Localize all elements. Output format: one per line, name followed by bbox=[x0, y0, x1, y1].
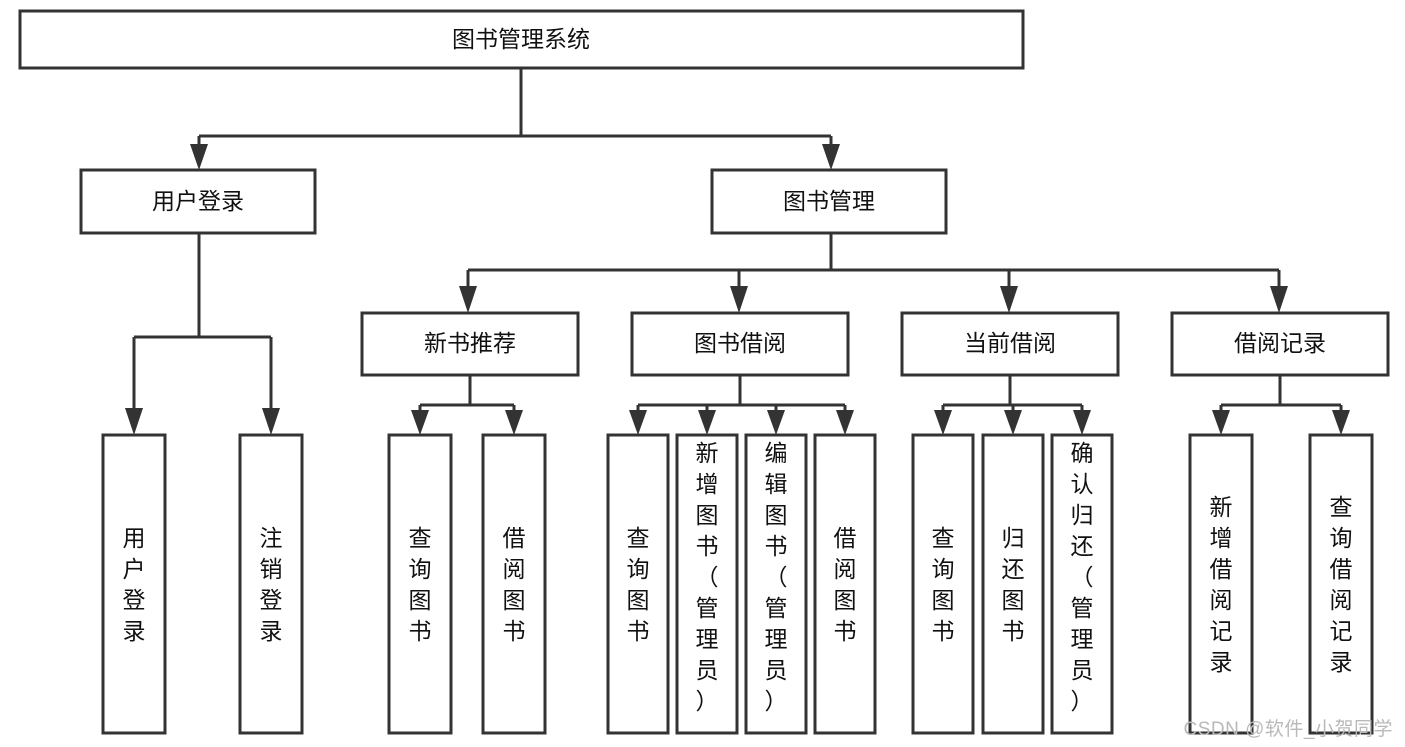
arrowhead-leaf-newbook-1 bbox=[411, 410, 429, 435]
leaf-new-book-recommend-2[interactable]: 借阅图书 bbox=[481, 433, 547, 735]
node-current-borrow-label: 当前借阅 bbox=[964, 330, 1056, 356]
leaf-book-borrow-4-box[interactable] bbox=[813, 433, 877, 735]
node-borrow-record[interactable]: 借阅记录 bbox=[1170, 311, 1390, 377]
leaf-current-borrow-2-label: 归还图书 bbox=[1002, 525, 1025, 644]
arrowhead-leaf-bookborrow-2 bbox=[698, 410, 716, 435]
leaf-current-borrow-1-box[interactable] bbox=[911, 433, 975, 735]
arrowhead-borrow-record bbox=[1270, 286, 1288, 313]
arrowhead-user-login bbox=[190, 144, 208, 170]
leaf-new-book-recommend-2-label: 借阅图书 bbox=[503, 525, 526, 644]
leaf-book-borrow-1-label: 查询图书 bbox=[627, 525, 650, 644]
leaf-current-borrow-3-label: 确认归还（管理员） bbox=[1071, 440, 1094, 714]
leaf-current-borrow-1[interactable]: 查询图书 bbox=[911, 433, 975, 735]
arrowhead-leaf-bookborrow-4 bbox=[836, 410, 854, 435]
leaf-user-login-2-label: 注销登录 bbox=[260, 525, 283, 644]
leaf-book-borrow-3-box[interactable] bbox=[744, 433, 808, 735]
arrowhead-leaf-borrowrecord-1 bbox=[1212, 410, 1230, 435]
leaf-new-book-recommend-1-label: 查询图书 bbox=[409, 525, 432, 644]
node-root-box[interactable] bbox=[18, 9, 1025, 70]
leaf-book-borrow-2[interactable]: 新增图书（管理员） bbox=[675, 433, 739, 735]
arrowhead-book-mgmt bbox=[822, 144, 840, 170]
leaf-book-borrow-1-box[interactable] bbox=[606, 433, 670, 735]
arrowhead-leaf-currentborrow-1 bbox=[934, 410, 952, 435]
leaf-book-borrow-2-label: 新增图书（管理员） bbox=[696, 440, 719, 714]
node-borrow-record-box[interactable] bbox=[1170, 311, 1390, 377]
leaf-user-login-1-box[interactable] bbox=[101, 433, 167, 735]
leaf-borrow-record-1-label: 新增借阅记录 bbox=[1210, 494, 1233, 675]
leaf-current-borrow-3[interactable]: 确认归还（管理员） bbox=[1050, 433, 1114, 735]
arrowhead-leaf-user-login-2 bbox=[262, 408, 280, 435]
leaf-book-borrow-3[interactable]: 编辑图书（管理员） bbox=[744, 433, 808, 735]
node-book-borrow[interactable]: 图书借阅 bbox=[630, 311, 850, 377]
node-user-login-label: 用户登录 bbox=[152, 188, 244, 214]
node-borrow-record-label: 借阅记录 bbox=[1234, 330, 1326, 356]
node-root-label: 图书管理系统 bbox=[452, 26, 590, 52]
leaf-user-login-1-label: 用户登录 bbox=[123, 525, 146, 644]
arrowhead-leaf-newbook-2 bbox=[505, 410, 523, 435]
arrowhead-leaf-user-login-1 bbox=[125, 408, 143, 435]
arrowhead-leaf-currentborrow-2 bbox=[1004, 410, 1022, 435]
leaf-new-book-recommend-1-box[interactable] bbox=[387, 433, 453, 735]
node-book-borrow-box[interactable] bbox=[630, 311, 850, 377]
node-book-management-label: 图书管理 bbox=[783, 188, 875, 214]
node-book-management-box[interactable] bbox=[710, 168, 948, 235]
node-new-book-recommend[interactable]: 新书推荐 bbox=[360, 311, 580, 377]
leaf-new-book-recommend-2-box[interactable] bbox=[481, 433, 547, 735]
arrowhead-book-borrow bbox=[730, 286, 748, 313]
leaf-borrow-record-2-box[interactable] bbox=[1308, 433, 1374, 735]
leaf-current-borrow-3-box[interactable] bbox=[1050, 433, 1114, 735]
leaf-book-borrow-1[interactable]: 查询图书 bbox=[606, 433, 670, 735]
node-current-borrow[interactable]: 当前借阅 bbox=[900, 311, 1120, 377]
node-new-book-recommend-box[interactable] bbox=[360, 311, 580, 377]
edges-group bbox=[125, 68, 1350, 435]
node-book-borrow-label: 图书借阅 bbox=[694, 330, 786, 356]
node-book-management[interactable]: 图书管理 bbox=[710, 168, 948, 235]
arrowhead-current-borrow bbox=[1000, 286, 1018, 313]
leaf-borrow-record-2[interactable]: 查询借阅记录 bbox=[1308, 433, 1374, 735]
leaf-user-login-1[interactable]: 用户登录 bbox=[101, 433, 167, 735]
leaf-book-borrow-2-box[interactable] bbox=[675, 433, 739, 735]
leaf-new-book-recommend-1[interactable]: 查询图书 bbox=[387, 433, 453, 735]
leaf-current-borrow-2[interactable]: 归还图书 bbox=[981, 433, 1045, 735]
leaf-borrow-record-1[interactable]: 新增借阅记录 bbox=[1188, 433, 1254, 735]
arrowhead-new-book-recommend bbox=[459, 286, 477, 313]
leaf-borrow-record-1-box[interactable] bbox=[1188, 433, 1254, 735]
leaf-current-borrow-1-label: 查询图书 bbox=[932, 525, 955, 644]
leaf-borrow-record-2-label: 查询借阅记录 bbox=[1330, 494, 1353, 675]
arrowhead-leaf-bookborrow-1 bbox=[629, 410, 647, 435]
leaf-user-login-2-box[interactable] bbox=[238, 433, 304, 735]
leaf-user-login-2[interactable]: 注销登录 bbox=[238, 433, 304, 735]
leaf-book-borrow-4-label: 借阅图书 bbox=[834, 525, 857, 644]
leaf-current-borrow-2-box[interactable] bbox=[981, 433, 1045, 735]
node-root[interactable]: 图书管理系统 bbox=[18, 9, 1025, 70]
node-user-login[interactable]: 用户登录 bbox=[79, 168, 317, 235]
arrowhead-leaf-currentborrow-3 bbox=[1073, 410, 1091, 435]
node-user-login-box[interactable] bbox=[79, 168, 317, 235]
arrowhead-leaf-borrowrecord-2 bbox=[1332, 410, 1350, 435]
arrowhead-leaf-bookborrow-3 bbox=[767, 410, 785, 435]
leaf-book-borrow-4[interactable]: 借阅图书 bbox=[813, 433, 877, 735]
node-new-book-recommend-label: 新书推荐 bbox=[424, 330, 516, 356]
leaf-book-borrow-3-label: 编辑图书（管理员） bbox=[765, 440, 788, 714]
node-current-borrow-box[interactable] bbox=[900, 311, 1120, 377]
